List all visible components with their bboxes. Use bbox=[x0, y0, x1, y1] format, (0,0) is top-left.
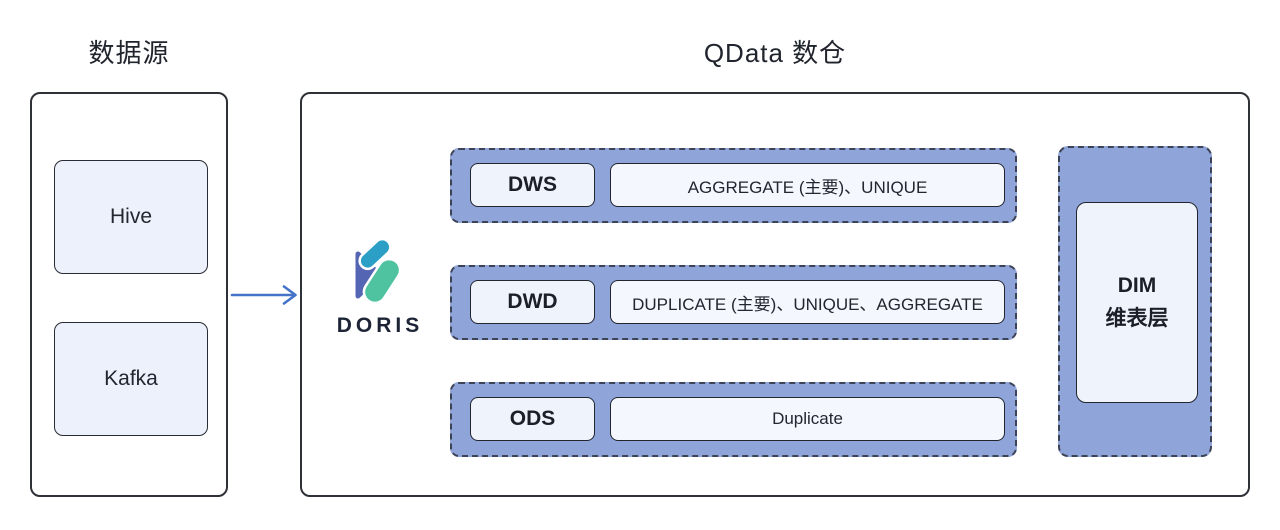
warehouse-container: DORIS DWS AGGREGATE (主要)、UNIQUE DWD DUPL… bbox=[300, 92, 1250, 497]
doris-logo-label: DORIS bbox=[336, 314, 424, 337]
dwd-label-box: DWD bbox=[470, 280, 595, 324]
layer-band-dwd: DWD DUPLICATE (主要)、UNIQUE、AGGREGATE bbox=[450, 265, 1017, 340]
dim-title: DIM bbox=[1117, 273, 1157, 297]
hive-node-label: Hive bbox=[109, 205, 152, 228]
datasources-title: 数据源 bbox=[88, 38, 170, 68]
ods-models-box: Duplicate bbox=[610, 397, 1005, 441]
layer-band-dws: DWS AGGREGATE (主要)、UNIQUE bbox=[450, 148, 1017, 223]
warehouse-title: QData 数仓 bbox=[703, 38, 847, 68]
dim-box: DIM 维表层 bbox=[1076, 202, 1198, 403]
kafka-node: Kafka bbox=[54, 322, 208, 436]
kafka-node-label: Kafka bbox=[104, 367, 158, 390]
dws-label-box: DWS bbox=[470, 163, 595, 207]
doris-logo-icon bbox=[355, 237, 402, 305]
dwd-models-box: DUPLICATE (主要)、UNIQUE、AGGREGATE bbox=[610, 280, 1005, 324]
dim-subtitle: 维表层 bbox=[1105, 306, 1169, 330]
layer-band-ods: ODS Duplicate bbox=[450, 382, 1017, 457]
dim-band: DIM 维表层 bbox=[1058, 146, 1212, 457]
datasources-container: Hive Kafka bbox=[30, 92, 228, 497]
doris-logo: DORIS bbox=[328, 236, 432, 338]
hive-node: Hive bbox=[54, 160, 208, 274]
ods-label-box: ODS bbox=[470, 397, 595, 441]
dws-models-box: AGGREGATE (主要)、UNIQUE bbox=[610, 163, 1005, 207]
flow-arrow-icon bbox=[230, 285, 297, 305]
